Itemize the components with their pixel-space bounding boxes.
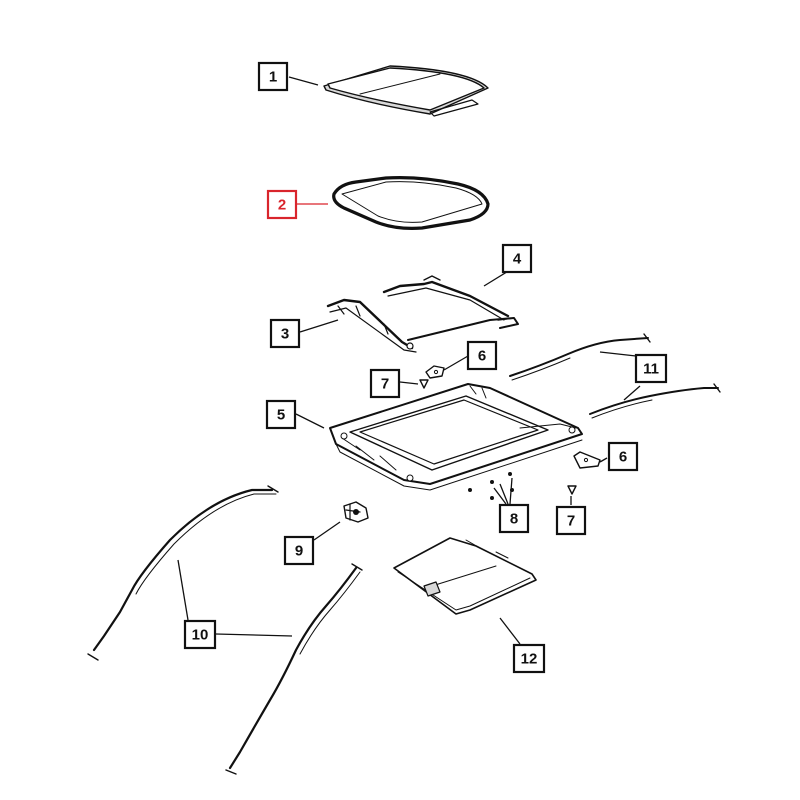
callout-7a: 7 xyxy=(369,368,401,399)
sunshade-part xyxy=(393,537,537,615)
drain-hose-part xyxy=(87,485,363,775)
drain-tube-part xyxy=(509,333,721,419)
callout-9: 9 xyxy=(283,535,315,566)
leader-line-9 xyxy=(313,521,341,541)
svg-text:8: 8 xyxy=(510,511,518,528)
callout-7b: 7 xyxy=(555,505,587,536)
svg-text:7: 7 xyxy=(381,376,389,393)
leader-line-1 xyxy=(288,76,319,86)
svg-text:11: 11 xyxy=(643,361,659,378)
callout-8: 8 xyxy=(498,503,530,534)
glass-panel-part xyxy=(323,65,489,117)
callout-4: 4 xyxy=(501,243,533,274)
svg-text:3: 3 xyxy=(281,326,289,343)
bracket-part-right xyxy=(573,451,601,469)
svg-text:2: 2 xyxy=(278,197,286,214)
leader-line-6b xyxy=(599,457,608,463)
svg-text:9: 9 xyxy=(295,543,303,560)
bracket-part-left xyxy=(425,365,445,379)
callout-11: 11 xyxy=(634,353,668,384)
leader-line-11 xyxy=(599,351,641,401)
sunroof-frame-part xyxy=(329,383,583,491)
leader-line-7a xyxy=(399,381,419,385)
leader-line-10 xyxy=(177,559,293,637)
leader-line-3 xyxy=(299,319,339,333)
leader-line-6a xyxy=(443,355,469,371)
callout-10: 10 xyxy=(183,619,217,650)
svg-text:1: 1 xyxy=(269,69,277,86)
svg-text:6: 6 xyxy=(619,449,627,466)
svg-text:4: 4 xyxy=(513,251,522,268)
leader-line-8 xyxy=(493,477,513,505)
svg-text:7: 7 xyxy=(567,513,575,530)
callout-3: 3 xyxy=(269,318,301,349)
clips-part xyxy=(468,472,514,500)
callout-6b: 6 xyxy=(607,441,639,472)
sunroof-seal-part xyxy=(332,176,490,230)
svg-text:10: 10 xyxy=(192,627,209,644)
screw-part-left xyxy=(419,379,429,389)
svg-text:12: 12 xyxy=(521,651,538,668)
svg-text:5: 5 xyxy=(277,407,285,424)
motor-part xyxy=(343,501,369,523)
callout-1: 1 xyxy=(257,61,289,92)
leader-line-12 xyxy=(499,617,521,645)
callout-6a: 6 xyxy=(466,340,498,371)
screw-part-right xyxy=(567,485,577,495)
callout-2: 2 xyxy=(266,189,298,220)
callout-5: 5 xyxy=(265,399,297,430)
svg-text:6: 6 xyxy=(478,348,486,365)
leader-line-5 xyxy=(295,413,325,429)
callout-12: 12 xyxy=(512,643,546,674)
rear-frame-rail-part xyxy=(382,275,515,321)
